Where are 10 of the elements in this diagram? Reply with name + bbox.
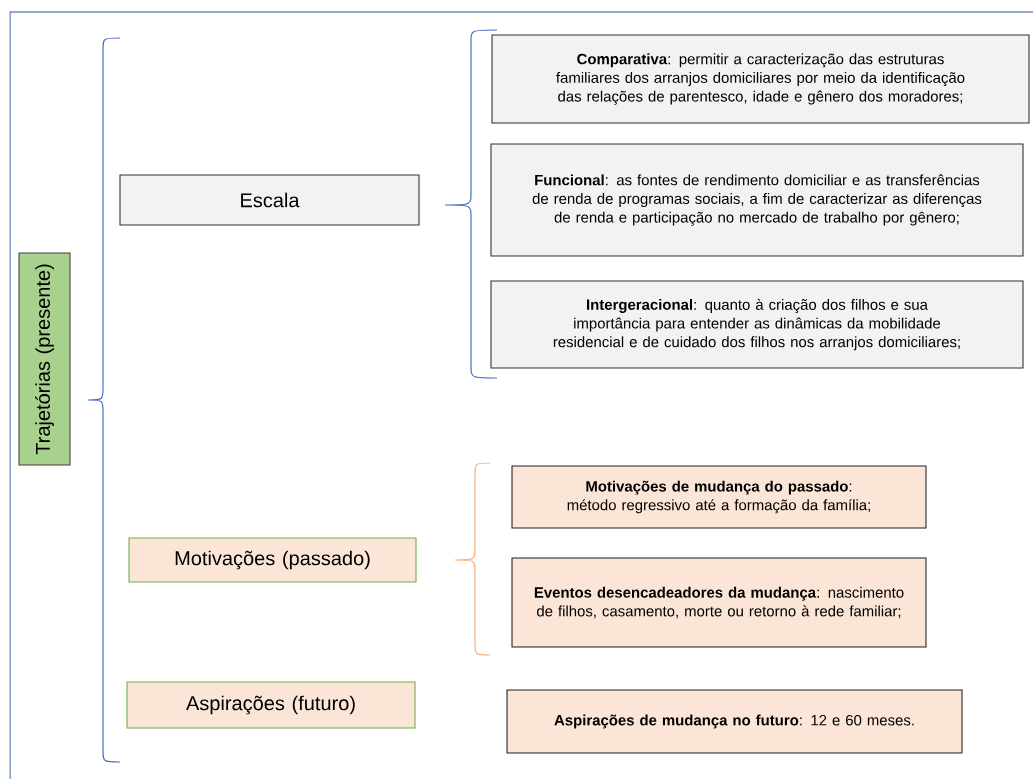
category-box: Trajetórias (presente) — [18, 252, 71, 466]
description-box: Comparativa: permitir a caracterização das estruturas familiares dos arranjos domiciliares por meio da identificação das relações de parentesco, idade e gênero dos moradores; — [491, 34, 1030, 124]
category-box: Escala — [119, 174, 420, 226]
description-box: Intergeracional: quanto à criação dos filhos e sua importância para entender as dinâmicas da mobilidade residencial e de cuidado dos filhos nos arranjos domiciliares; — [490, 280, 1024, 369]
description-box: Aspirações de mudança no futuro: 12 e 60 meses. — [506, 689, 963, 754]
description-box: Eventos desencadeadores da mudança: nascimento de filhos, casamento, morte ou retorno à rede familiar; — [511, 557, 927, 648]
description-box: Motivações de mudança do passado: método regressivo até a formação da família; — [511, 465, 927, 529]
category-box: Motivações (passado) — [128, 537, 417, 583]
category-box: Aspirações (futuro) — [126, 681, 416, 729]
description-box: Funcional: as fontes de rendimento domiciliar e as transferências de renda de programas sociais, a fim de caracterizar as diferenças de renda e participação no mercado de trabalho por gênero; — [490, 143, 1024, 257]
